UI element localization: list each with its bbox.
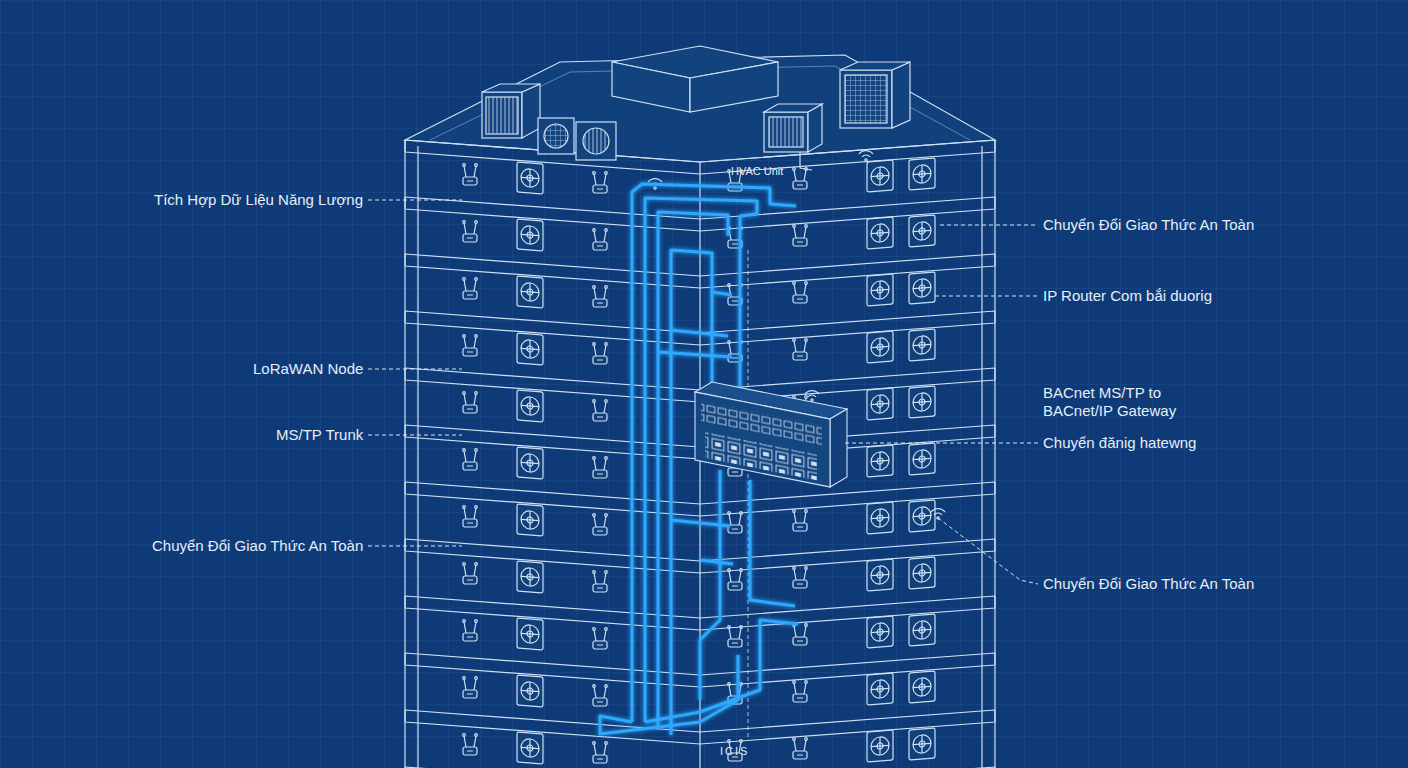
unit-grill xyxy=(845,75,887,123)
unit-top xyxy=(482,84,540,92)
callout-label: IP Router Com bắi duorig xyxy=(1043,287,1212,305)
building-edge xyxy=(405,140,995,768)
callout-label: MS/TP Trunk xyxy=(276,426,363,444)
unit-front xyxy=(840,70,892,128)
leader-line xyxy=(368,200,462,201)
unit-top xyxy=(840,62,910,70)
trunk-loop xyxy=(600,655,738,734)
unit-side xyxy=(690,62,778,112)
unit-front xyxy=(576,122,616,160)
unit-front xyxy=(538,118,574,154)
unit-side xyxy=(892,62,910,128)
trunk-branch xyxy=(671,520,733,564)
building xyxy=(405,46,995,768)
rooftop-unit xyxy=(840,62,910,128)
trunk-cable xyxy=(658,212,728,728)
callout-label: Tích Hợp Dữ Liệu Năng Lượng xyxy=(154,191,363,209)
rooftop-unit xyxy=(538,118,616,160)
callout-label: Chuyển Đổi Giao Thức An Toàn xyxy=(1043,216,1254,234)
floor xyxy=(405,254,995,308)
trunk-branch xyxy=(658,330,732,357)
leader-line xyxy=(368,435,462,436)
floor xyxy=(405,197,995,251)
unit-pipe xyxy=(800,152,812,170)
trunk-cable xyxy=(750,480,795,606)
dashed-riser xyxy=(748,250,749,740)
leader-line xyxy=(845,443,1038,444)
leader-line xyxy=(940,225,1038,226)
unit-side xyxy=(522,84,540,138)
rooftop-unit xyxy=(482,84,540,138)
callout-label: BACnet MS/TP to BACnet/IP Gateway xyxy=(1043,384,1183,420)
rooftop-unit xyxy=(764,104,822,170)
fan-grill xyxy=(583,128,609,154)
leader-line xyxy=(938,518,1038,584)
wireless-symbol xyxy=(931,509,945,520)
trunk-cable xyxy=(712,216,740,396)
callout-label: LoRaWAN Node xyxy=(253,360,363,378)
floor xyxy=(405,710,995,764)
unit-grill xyxy=(486,97,518,134)
gateway-face xyxy=(695,392,830,487)
unit-front xyxy=(764,112,808,152)
floor xyxy=(405,482,995,536)
trunk-cable xyxy=(700,470,720,700)
unit-label: HVAC Unit xyxy=(731,165,783,178)
terminal-row xyxy=(705,432,817,480)
unit-grill xyxy=(769,117,803,147)
floor xyxy=(405,311,995,365)
leader-line xyxy=(368,369,462,370)
leader-lines xyxy=(368,200,1038,584)
gateway-side xyxy=(830,409,847,487)
trunk-cable xyxy=(671,250,732,735)
floor-slab xyxy=(405,767,995,768)
leader-line xyxy=(368,546,462,547)
unit-top xyxy=(764,104,822,112)
trunk-loop xyxy=(645,620,798,722)
leader-line xyxy=(935,296,1038,297)
room-label: ICIS xyxy=(720,745,749,758)
wireless-symbol xyxy=(805,391,819,402)
callout-label: Chuyển Đổi Giao Thức An Toàn xyxy=(1043,575,1254,593)
wireless-symbol xyxy=(859,151,873,162)
floor xyxy=(405,539,995,593)
unit-front xyxy=(482,92,522,138)
bacnet-gateway xyxy=(695,382,847,487)
gateway-front xyxy=(695,392,830,487)
callout-label: Chuyển đănig hatewng xyxy=(1043,434,1196,452)
rooftop-unit xyxy=(612,46,778,112)
unit-side xyxy=(612,62,690,112)
callout-label: Chuyển Đổi Giao Thức An Toàn xyxy=(152,537,363,555)
fan-grill xyxy=(544,124,568,148)
